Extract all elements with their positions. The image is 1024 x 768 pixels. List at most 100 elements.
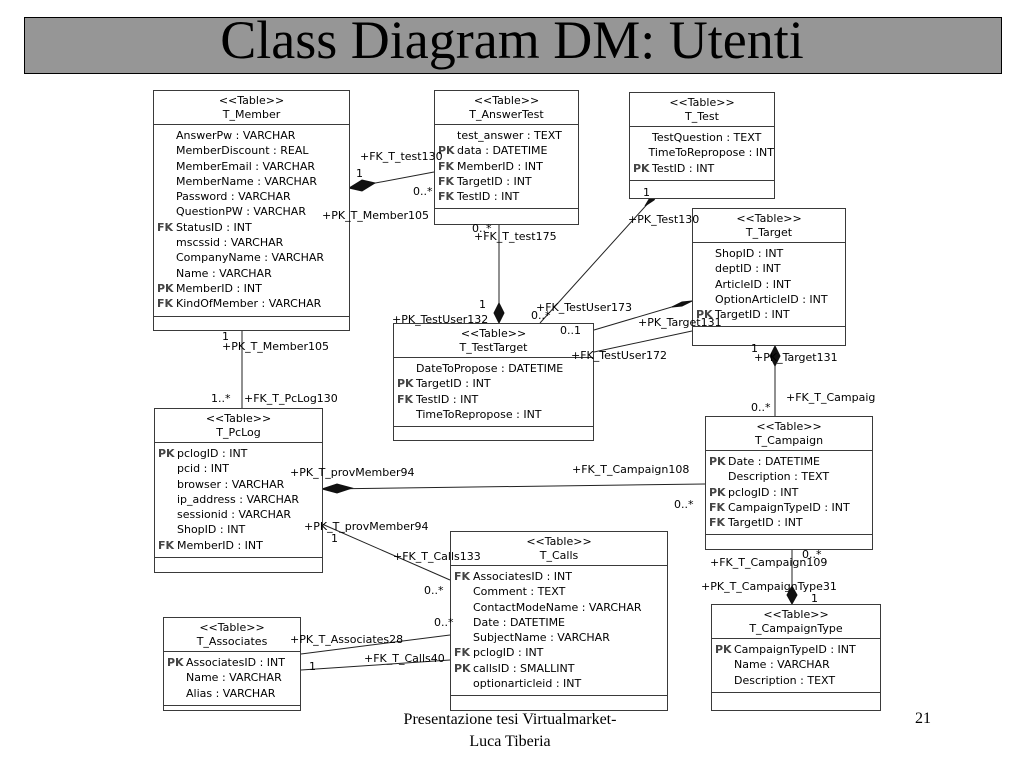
field-text: MemberID : INT: [177, 538, 263, 552]
field-text: callsID : SMALLINT: [473, 661, 575, 675]
field-row: Description : TEXT: [715, 673, 880, 688]
table-t-test[interactable]: <<Table>>T_Test TestQuestion : TEXT Time…: [629, 92, 775, 199]
field-text: StatusID : INT: [176, 220, 252, 234]
role-label: +PK_Target131: [638, 316, 722, 329]
field-row: SubjectName : VARCHAR: [454, 630, 667, 645]
table-name: T_AnswerTest: [469, 108, 544, 121]
table-t-testtarget[interactable]: <<Table>>T_TestTarget DateToPropose : DA…: [393, 323, 594, 441]
field-row: sessionid : VARCHAR: [158, 507, 322, 522]
field-row: OptionArticleID : INT: [696, 292, 845, 307]
multiplicity-label: 0..*: [802, 548, 822, 561]
multiplicity-label: 0..*: [424, 584, 444, 597]
field-row: ContactModeName : VARCHAR: [454, 600, 667, 615]
edge-target-testtarget-2: [593, 330, 693, 353]
field-text: mscssid : VARCHAR: [176, 236, 284, 250]
field-text: Date : DATETIME: [473, 615, 566, 629]
field-text: MemberID : INT: [457, 159, 543, 173]
footer-line-2: Luca Tiberia: [469, 733, 551, 750]
key-marker: PK: [633, 161, 650, 175]
field-text: TestQuestion : TEXT: [652, 131, 762, 144]
field-row: deptID : INT: [696, 261, 845, 276]
diamond-campaigntype-campaign: [786, 584, 798, 606]
multiplicity-label: 0..1: [560, 324, 581, 337]
key-marker: PK: [158, 447, 175, 460]
table-name: T_Associates: [196, 635, 268, 648]
role-label: +PK_T_Member105: [322, 209, 430, 222]
role-label: +FK_T_PcLog130: [244, 392, 338, 405]
field-text: pcid : INT: [177, 462, 229, 476]
key-marker: FK: [454, 646, 471, 660]
multiplicity-label: 1: [643, 186, 650, 199]
field-text: sessionid : VARCHAR: [177, 508, 292, 522]
role-label: +PK_T_CampaignType31: [701, 580, 837, 593]
key-marker: PK: [709, 455, 726, 468]
key-marker: PK: [454, 661, 471, 675]
table-t-member[interactable]: <<Table>>T_Member AnswerPw : VARCHAR Mem…: [153, 90, 350, 331]
field-text: TargetID : INT: [416, 377, 491, 391]
key-marker: FK: [397, 392, 414, 406]
table-t-answertest[interactable]: <<Table>>T_AnswerTest test_answer : TEXT…: [434, 90, 579, 225]
table-t-target[interactable]: <<Table>>T_Target ShopID : INT deptID : …: [692, 208, 846, 346]
stereotype: <<Table>>: [526, 535, 592, 548]
field-text: OptionArticleID : INT: [715, 292, 828, 306]
field-text: TargetID : INT: [728, 516, 803, 530]
field-text: test_answer : TEXT: [457, 129, 562, 142]
multiplicity-label: 0..*: [751, 401, 771, 414]
field-text: MemberID : INT: [176, 281, 262, 295]
key-marker: FK: [438, 190, 455, 204]
operations-compartment: [155, 558, 322, 570]
field-list: TestQuestion : TEXT TimeToRepropose : IN…: [630, 127, 774, 181]
edge-pclog-campaign: [321, 483, 706, 490]
operations-compartment: [630, 181, 774, 193]
table-name: T_Test: [685, 110, 719, 123]
key-marker: PK: [397, 377, 414, 391]
key-marker: FK: [157, 220, 174, 234]
field-text: TestID : INT: [457, 190, 520, 204]
field-text: ContactModeName : VARCHAR: [473, 600, 642, 614]
field-row: Name : VARCHAR: [157, 266, 349, 281]
field-text: SubjectName : VARCHAR: [473, 631, 610, 645]
stereotype: <<Table>>: [473, 94, 540, 107]
diamond-pclog-campaign: [320, 483, 354, 494]
field-row: TestQuestion : TEXT: [633, 130, 774, 145]
stereotype: <<Table>>: [205, 412, 272, 425]
multiplicity-label: 1: [356, 167, 363, 180]
role-label: +PK_Test130: [628, 213, 700, 226]
field-text: CampaignTypeID : INT: [728, 500, 850, 514]
table-name: T_Target: [745, 226, 793, 239]
edge-pclog-calls: [321, 523, 451, 581]
field-text: Description : TEXT: [728, 470, 830, 484]
multiplicity-label: 1: [811, 592, 818, 605]
stereotype: <<Table>>: [460, 327, 527, 340]
role-label: +PK_T_Member105: [222, 340, 330, 353]
field-row: Date : DATETIME: [454, 615, 667, 630]
key-marker: FK: [709, 516, 726, 530]
field-text: TimeToRepropose : INT: [648, 146, 774, 160]
role-label: +FK_T_test130: [360, 150, 443, 163]
field-row: optionarticleid : INT: [454, 676, 667, 691]
field-text: AnswerPw : VARCHAR: [176, 129, 296, 142]
table-name: T_Calls: [539, 549, 579, 562]
multiplicity-label: 0..*: [531, 309, 551, 322]
field-text: pclogID : INT: [728, 485, 799, 499]
field-text: Date : DATETIME: [728, 455, 821, 468]
key-marker: PK: [709, 485, 726, 499]
diamond-target-testtarget: [671, 300, 693, 308]
field-list: ShopID : INT deptID : INT ArticleID : IN…: [693, 243, 845, 328]
key-marker: PK: [438, 144, 455, 158]
field-text: CompanyName : VARCHAR: [176, 251, 325, 265]
field-text: pclogID : INT: [473, 646, 544, 660]
field-row: AnswerPw : VARCHAR: [157, 128, 349, 143]
